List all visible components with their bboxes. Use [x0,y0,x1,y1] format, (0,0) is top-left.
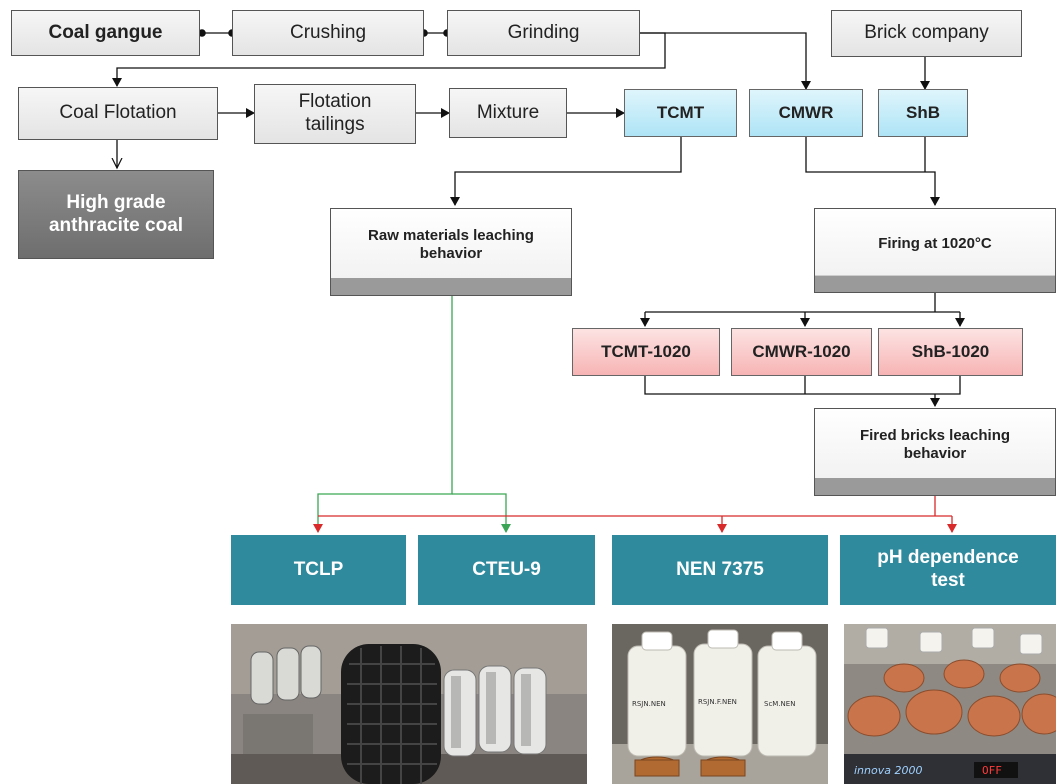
node-tcmt: TCMT [624,89,737,137]
leaching-bottles-photo: RSJN.NEN RSJN.F.NEN ScM.NEN [612,624,828,784]
node-cmwr: CMWR [749,89,863,137]
high-grade-label: High grade anthracite coal [48,191,184,236]
bottle-label-1: RSJN.NEN [632,700,666,708]
node-cmwr-1020: CMWR-1020 [731,328,872,376]
test-cteu9: CTEU-9 [418,535,595,605]
flasks-on-shaker-photo: innova 2000 OFF [844,624,1056,784]
node-mixture: Mixture [449,88,567,138]
shaker-brand-label: innova 2000 [854,764,922,777]
ph-dependence-label: pH dependence test [877,547,1019,591]
flotation-tailings-label: Flotation tailings [298,91,372,135]
raw-leaching-label: Raw materials leaching behavior [368,227,534,262]
node-high-grade-coal: High grade anthracite coal [18,170,214,259]
node-shb: ShB [878,89,968,137]
node-coal-flotation: Coal Flotation [18,87,218,140]
node-raw-materials-leaching: Raw materials leaching behavior [330,208,572,296]
node-shb-1020: ShB-1020 [878,328,1023,376]
node-grinding: Grinding [447,10,640,56]
node-brick-company: Brick company [831,10,1022,57]
node-coal-gangue: Coal gangue [11,10,200,56]
bottle-label-3: ScM.NEN [764,700,795,708]
node-firing: Firing at 1020°C [814,208,1056,293]
node-fired-bricks-leaching: Fired bricks leaching behavior [814,408,1056,496]
test-ph-dependence: pH dependence test [840,535,1056,605]
shaker-display: OFF [982,764,1002,777]
node-crushing: Crushing [232,10,424,56]
bottle-label-2: RSJN.F.NEN [698,698,737,706]
node-tcmt-1020: TCMT-1020 [572,328,720,376]
node-flotation-tailings: Flotation tailings [254,84,416,144]
test-tclp: TCLP [231,535,406,605]
fired-leaching-label: Fired bricks leaching behavior [859,427,1011,462]
rotary-agitator-photo [231,624,587,784]
test-nen7375: NEN 7375 [612,535,828,605]
